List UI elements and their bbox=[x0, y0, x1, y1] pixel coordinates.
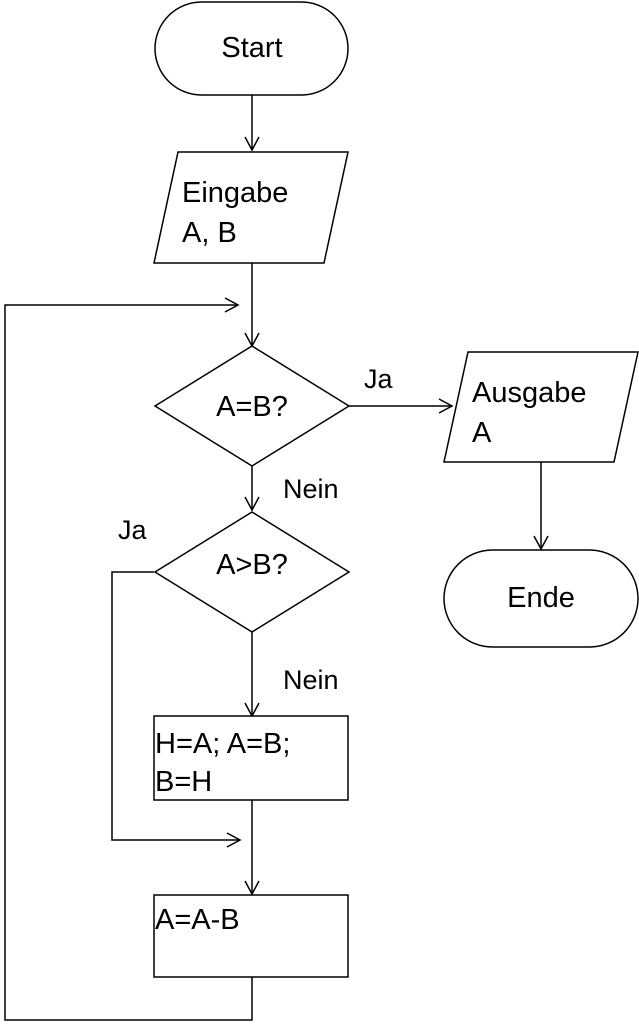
output-label-line1: Ausgabe bbox=[472, 377, 587, 409]
connector-greater-yes-bypass bbox=[111, 571, 240, 841]
end-terminal bbox=[443, 549, 639, 648]
edge-label-greater-no: Nein bbox=[283, 665, 339, 695]
arrowhead-equal-yes-to-output bbox=[438, 398, 454, 414]
arrowhead-equal-no-to-decision-greater bbox=[244, 496, 260, 512]
decision-equal-label: A=B? bbox=[216, 391, 288, 423]
decision-equal-diamond bbox=[153, 345, 351, 467]
decision-greater-label: A>B? bbox=[216, 549, 288, 581]
start-terminal bbox=[154, 1, 349, 96]
input-parallelogram bbox=[153, 151, 349, 264]
swap-label-line1: H=A; A=B; bbox=[155, 728, 290, 760]
input-label-line2: A, B bbox=[182, 217, 237, 249]
subtract-process-box bbox=[153, 894, 349, 978]
arrowhead-start-to-input bbox=[244, 136, 260, 152]
start-label: Start bbox=[221, 32, 282, 64]
edge-label-greater-yes: Ja bbox=[118, 515, 148, 545]
subtract-label: A=A-B bbox=[155, 904, 240, 936]
output-parallelogram bbox=[443, 351, 639, 463]
input-label-line1: Eingabe bbox=[182, 177, 288, 209]
connector-loop-back bbox=[4, 304, 253, 1021]
arrowhead-greater-yes-bypass bbox=[226, 832, 242, 848]
swap-process-box bbox=[153, 715, 349, 801]
decision-greater-diamond bbox=[153, 511, 351, 633]
arrowhead-swap-to-subtract bbox=[244, 880, 260, 896]
arrowhead-output-to-end bbox=[533, 535, 549, 551]
end-label: Ende bbox=[507, 582, 575, 614]
swap-label-line2: B=H bbox=[155, 766, 212, 798]
edge-label-equal-yes: Ja bbox=[364, 364, 394, 394]
edge-label-equal-no: Nein bbox=[283, 474, 339, 504]
arrowhead-loop-back bbox=[224, 297, 240, 313]
output-label-line2: A bbox=[472, 417, 492, 449]
